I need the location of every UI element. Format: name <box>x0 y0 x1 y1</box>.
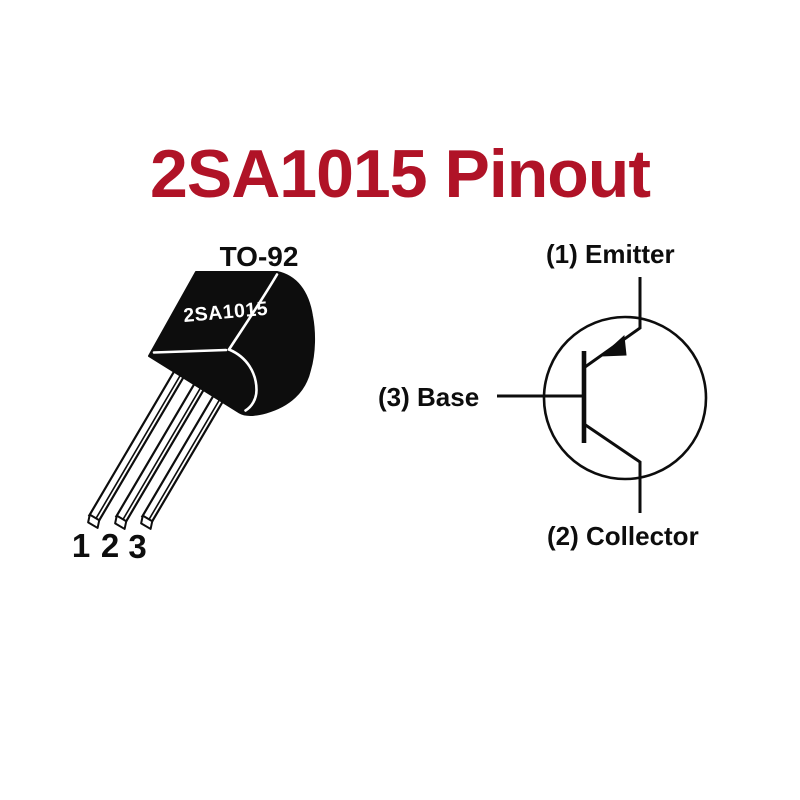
transistor-circle <box>542 315 708 481</box>
emitter-pin-label: (1) Emitter <box>546 239 675 269</box>
package-type-label: TO-92 <box>220 241 299 272</box>
pin-number-1: 1 <box>72 527 90 564</box>
emitter-arrow-icon <box>600 334 627 357</box>
package-face-bottom-line <box>152 348 228 354</box>
pin-number-2: 2 <box>101 527 119 564</box>
to92-package-figure: TO-92 2SA10 <box>72 241 316 565</box>
package-bottom-rim-line <box>227 348 258 412</box>
collector-pin-label: (2) Collector <box>547 521 699 551</box>
page-title: 2SA1015 Pinout <box>150 136 651 212</box>
pin-number-3: 3 <box>128 528 146 565</box>
package-face-edge-line <box>227 273 279 351</box>
base-pin-label: (3) Base <box>378 382 479 412</box>
package-leg-1 <box>87 357 193 529</box>
collector-lead <box>583 422 642 513</box>
transistor-symbol-figure: (1) Emitter (3) Base (2) Collector <box>378 239 708 551</box>
emitter-lead <box>584 277 642 369</box>
